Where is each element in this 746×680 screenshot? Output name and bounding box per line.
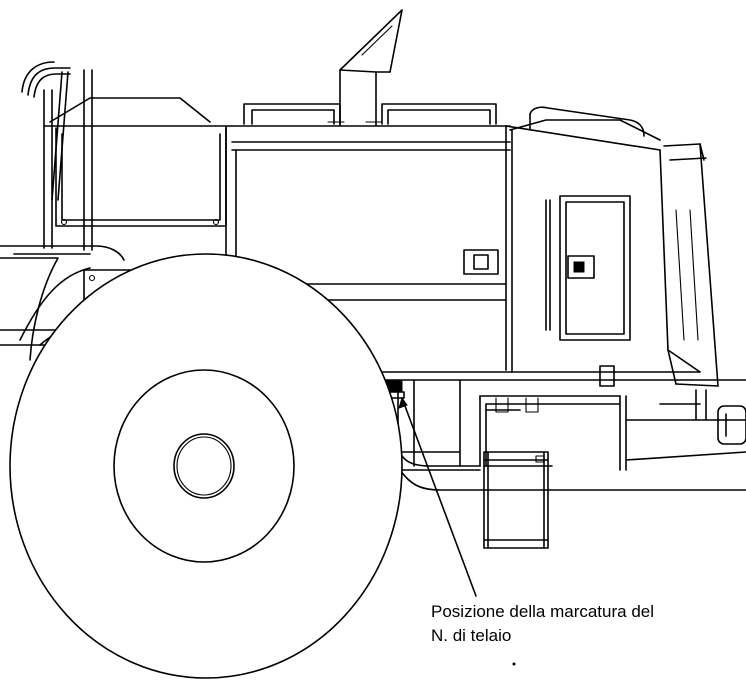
front-wheel [9, 253, 403, 679]
callout-text-line-2: N. di telaio [431, 626, 512, 645]
exhaust-stack [339, 9, 403, 126]
callout-leader [398, 396, 477, 597]
stray-mark [512, 662, 516, 666]
callout-text-line-1: Posizione della marcatura del [431, 602, 655, 621]
frame [347, 365, 746, 491]
front-pillar [663, 143, 719, 387]
front-side-panel [505, 106, 701, 373]
step-ladder [483, 451, 553, 549]
frame-number-callout: Posizione della marcatura del N. di tela… [431, 600, 741, 648]
